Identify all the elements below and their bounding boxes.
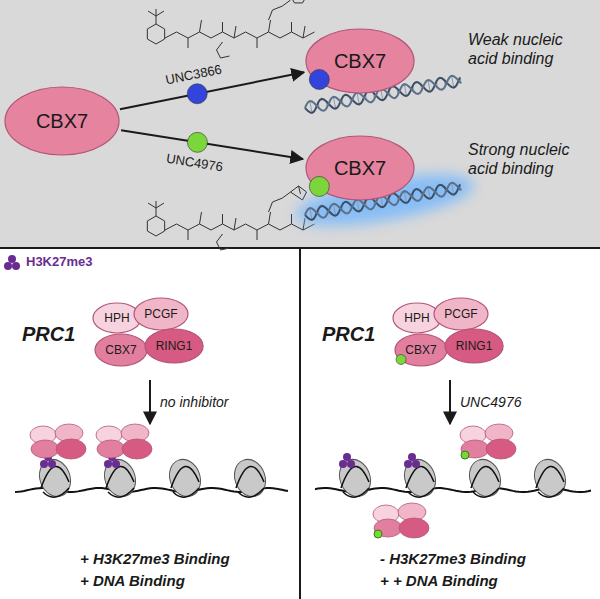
binding-note: Strong nucleic acid binding — [468, 140, 584, 178]
inhibitor-dot — [396, 355, 406, 365]
inhibitor-dot — [309, 69, 329, 89]
nucleosome-array — [315, 455, 591, 501]
protein-ellipse: RING1 — [444, 328, 504, 364]
protein-name: CBX7 — [334, 157, 386, 180]
protein-name: PCGF — [444, 307, 477, 321]
protein-name: PCGF — [144, 307, 177, 321]
nucleosome-array — [15, 455, 288, 501]
protein-name: RING1 — [456, 339, 493, 353]
protein-ellipse: CBX7 — [394, 333, 448, 367]
prc1-complex-icon — [373, 503, 429, 538]
result-note: + DNA Binding — [80, 572, 185, 590]
reaction-arrow — [121, 130, 303, 159]
protein-ellipse: PCGF — [433, 297, 489, 331]
process-arrow — [449, 380, 451, 424]
chemical-structure — [147, 0, 314, 58]
protein-ellipse: CBX7 — [94, 333, 148, 367]
panel-divider — [299, 249, 301, 599]
protein-name: RING1 — [156, 339, 193, 353]
protein-ellipse: CBX7 — [4, 86, 120, 156]
result-note: + H3K27me3 Binding — [80, 550, 230, 568]
h3k27me3-mark — [40, 453, 420, 468]
condition-label: UNC4976 — [460, 394, 521, 411]
protein-ellipse: CBX7 — [305, 135, 415, 201]
inhibitor-dot — [187, 132, 207, 152]
prc1-complex-icon — [460, 424, 516, 459]
protein-ellipse: PCGF — [133, 297, 189, 331]
chemical-structure — [147, 186, 314, 250]
protein-ellipse: RING1 — [144, 328, 204, 364]
binding-note: Weak nucleic acid binding — [468, 30, 584, 68]
protein-name: CBX7 — [105, 343, 136, 357]
protein-name: CBX7 — [334, 50, 386, 73]
protein-ellipse: CBX7 — [305, 28, 415, 94]
prc1-complex-icon — [96, 424, 152, 459]
panel-divider — [0, 247, 600, 249]
protein-name: CBX7 — [405, 343, 436, 357]
result-note: + + DNA Binding — [380, 572, 498, 590]
legend-swatch — [4, 255, 20, 270]
top-panel — [0, 0, 600, 247]
process-arrow — [149, 380, 151, 424]
protein-name: HPH — [104, 311, 129, 325]
legend-text: H3K27me3 — [26, 254, 93, 269]
protein-name: CBX7 — [36, 110, 88, 133]
condition-label: no inhibitor — [160, 394, 229, 411]
complex-name: PRC1 — [22, 322, 75, 346]
protein-name: HPH — [404, 311, 429, 325]
complex-name: PRC1 — [322, 322, 375, 346]
prc1-complex-icon — [30, 424, 86, 459]
inhibitor-dot — [309, 176, 329, 196]
result-note: - H3K27me3 Binding — [380, 550, 526, 568]
inhibitor-dot — [187, 84, 207, 104]
